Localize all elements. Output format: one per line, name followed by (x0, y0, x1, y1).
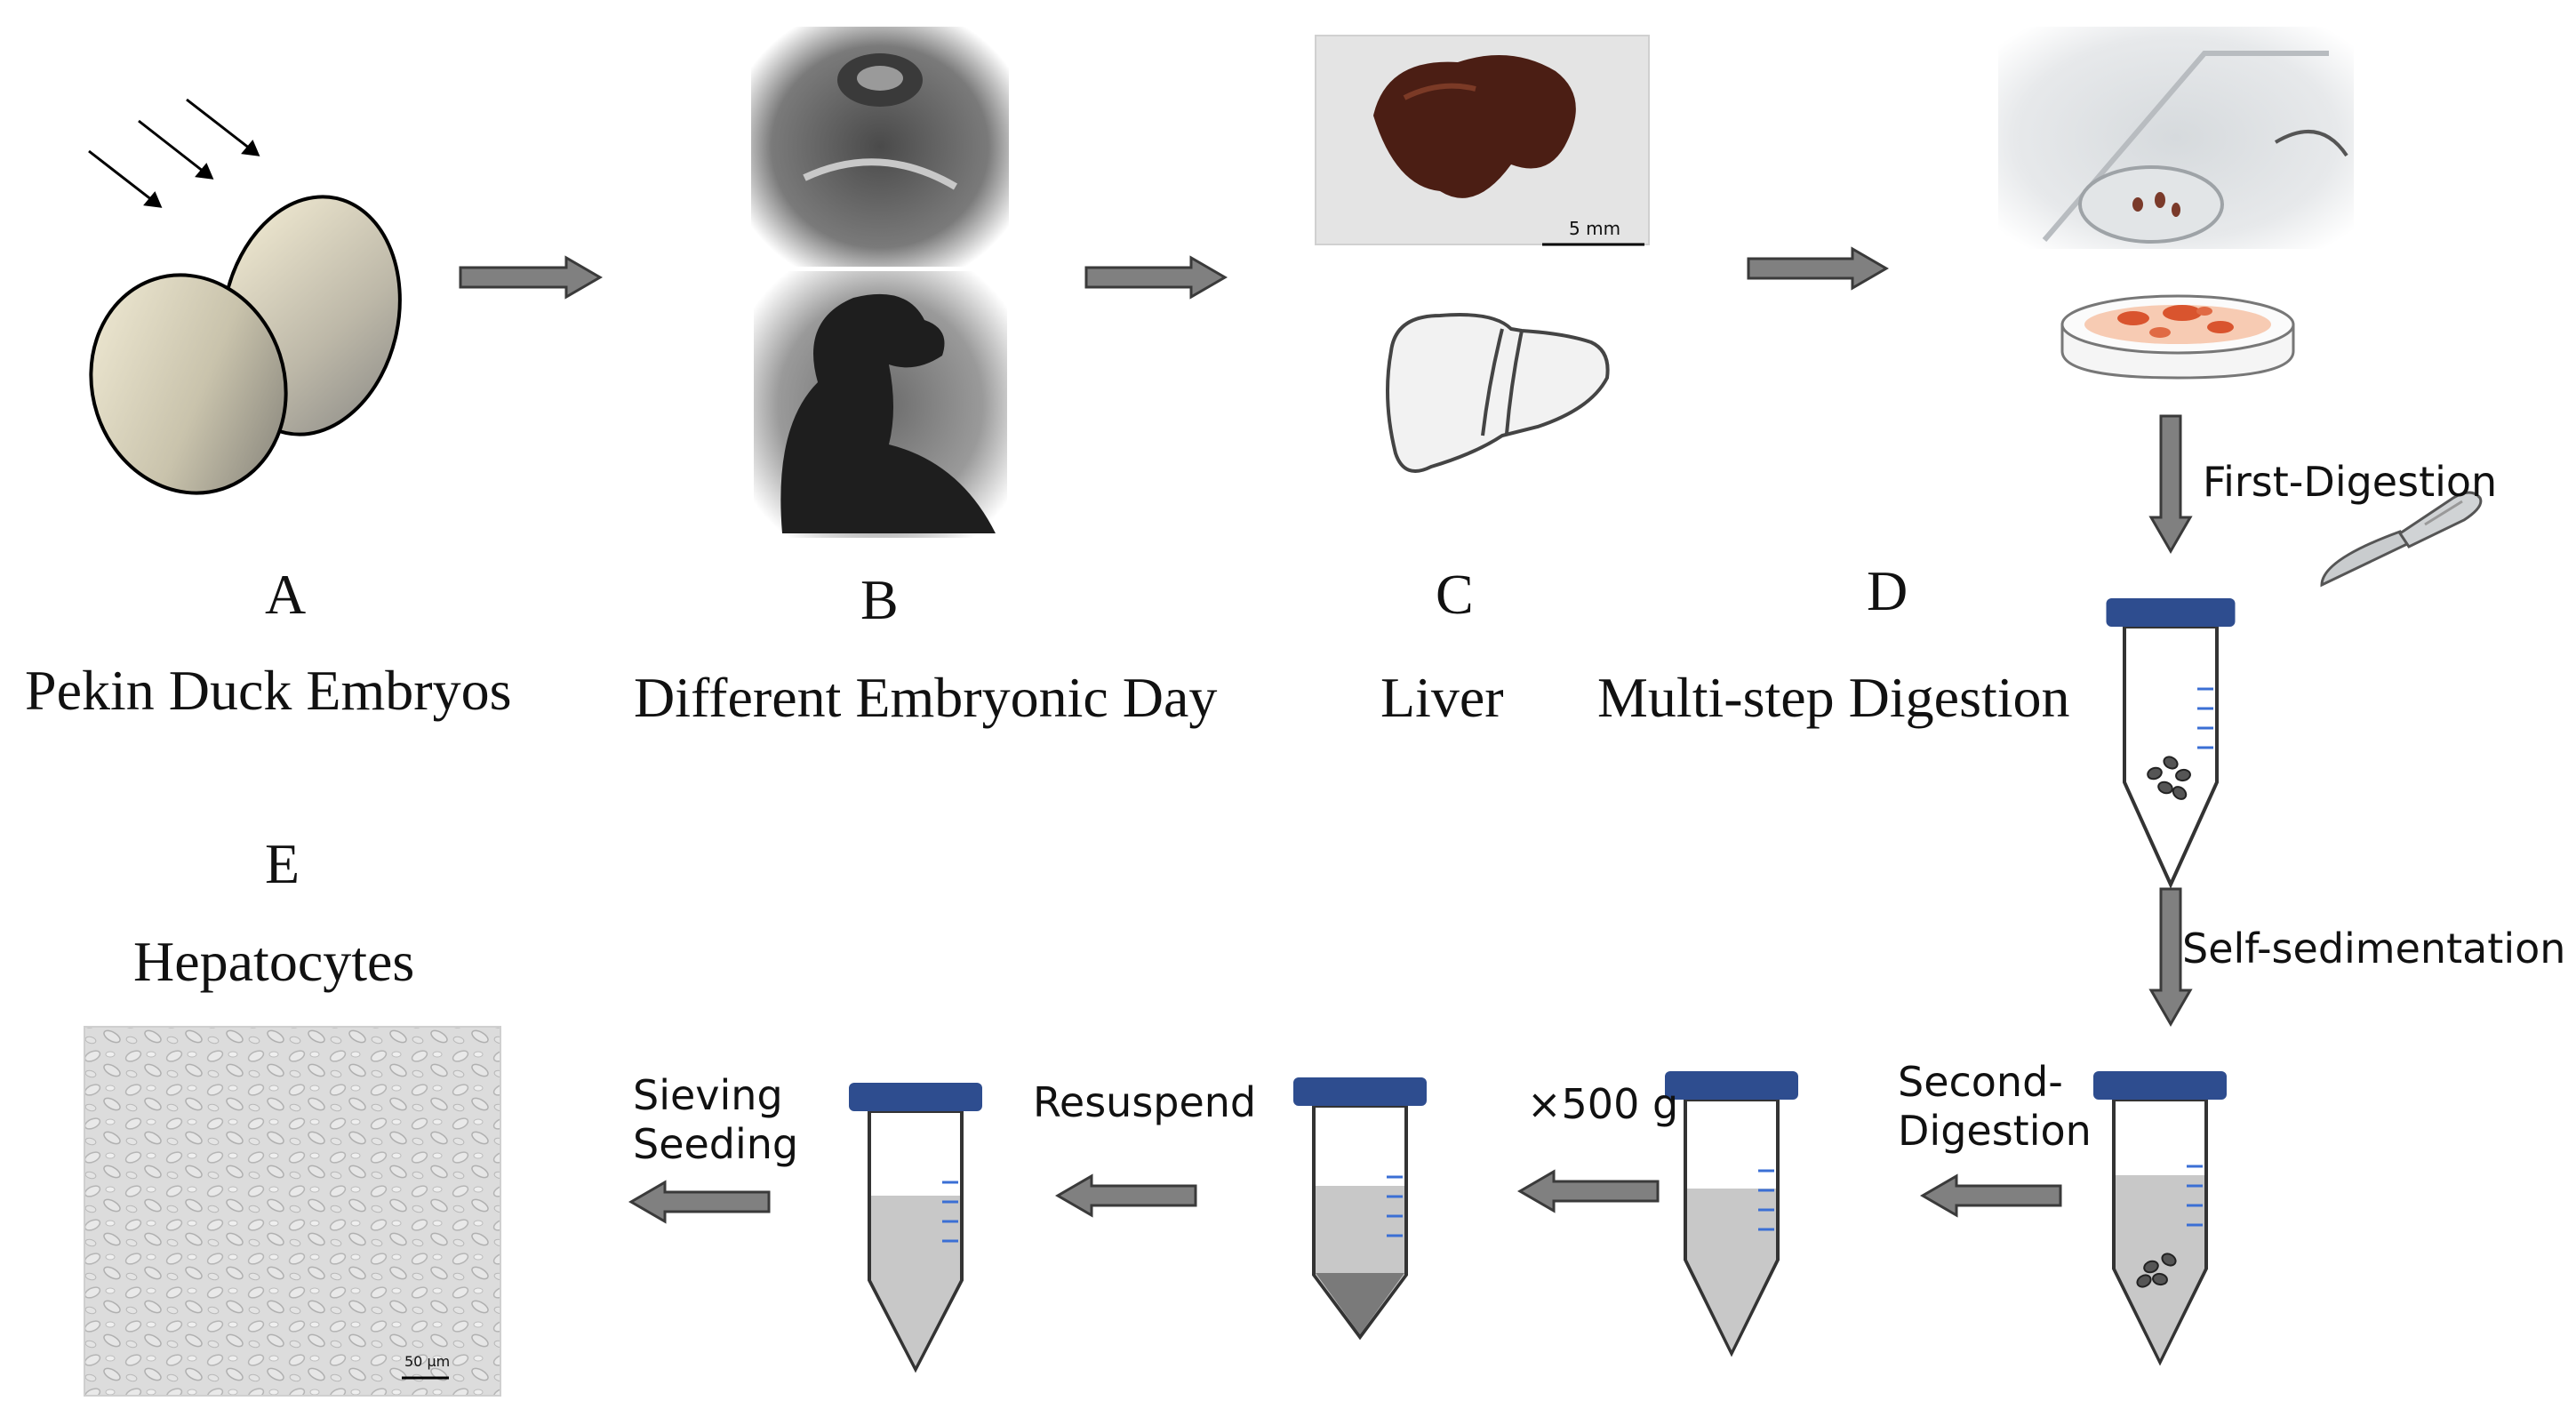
step-sieving: Sieving (633, 1071, 783, 1119)
panel-caption-c: Liver (1380, 666, 1504, 729)
panel-letter-b: B (860, 568, 899, 631)
micrograph-scale-label: 50 μm (404, 1353, 451, 1370)
arrow-self-sedimentation (2148, 887, 2193, 1027)
tube-after-centrifuge-pellet (1293, 1077, 1427, 1341)
arrow-b-to-c (1084, 255, 1228, 300)
arrow-c-to-d (1747, 246, 1889, 291)
step-resuspend: Resuspend (1033, 1078, 1257, 1126)
tube-resuspended (849, 1083, 982, 1373)
panel-caption-d: Multi-step Digestion (1597, 666, 2070, 729)
tube-second-digestion (2093, 1071, 2227, 1366)
panel-letter-c: C (1436, 563, 1474, 626)
panel-caption-a: Pekin Duck Embryos (25, 659, 512, 722)
tube-after-centrifuge-supernatant (1665, 1071, 1798, 1357)
arrow-a-to-b (459, 255, 603, 300)
liver-scale-label: 5 mm (1569, 218, 1621, 239)
step-seeding: Seeding (633, 1120, 799, 1168)
panel-d-digestion (1998, 27, 2483, 588)
step-centrifuge: ×500 g (1527, 1080, 1679, 1128)
panel-caption-e: Hepatocytes (133, 930, 415, 993)
centrifuge-tubes (849, 598, 2236, 1373)
arrow-second-digestion (1920, 1173, 2062, 1218)
panel-letter-e: E (265, 832, 300, 895)
petri-dish (2060, 294, 2295, 380)
arrow-sieving (628, 1180, 771, 1224)
step-first-digestion: First-Digestion (2203, 458, 2498, 506)
arrow-first-digestion (2148, 414, 2193, 554)
panel-caption-b: Different Embryonic Day (634, 666, 1218, 729)
step-second-digestion-1: Second- (1898, 1058, 2063, 1106)
panel-b-photos (751, 27, 1009, 538)
panel-letter-a: A (265, 563, 307, 626)
panel-letter-d: D (1867, 559, 1908, 622)
tube-first-digestion (2106, 598, 2236, 889)
arrow-centrifuge (1517, 1169, 1660, 1213)
process-arrows (459, 246, 2193, 1224)
panel-a-eggs (88, 98, 402, 495)
step-self-sedimentation: Self-sedimentation (2182, 925, 2566, 973)
arrow-resuspend (1055, 1173, 1197, 1218)
scalpel (2320, 491, 2483, 588)
step-second-digestion-2: Digestion (1898, 1107, 2092, 1155)
panel-e-micrograph (84, 1026, 501, 1397)
panel-c-liver (1315, 35, 1650, 473)
hepatocyte-micrograph (84, 1026, 501, 1397)
